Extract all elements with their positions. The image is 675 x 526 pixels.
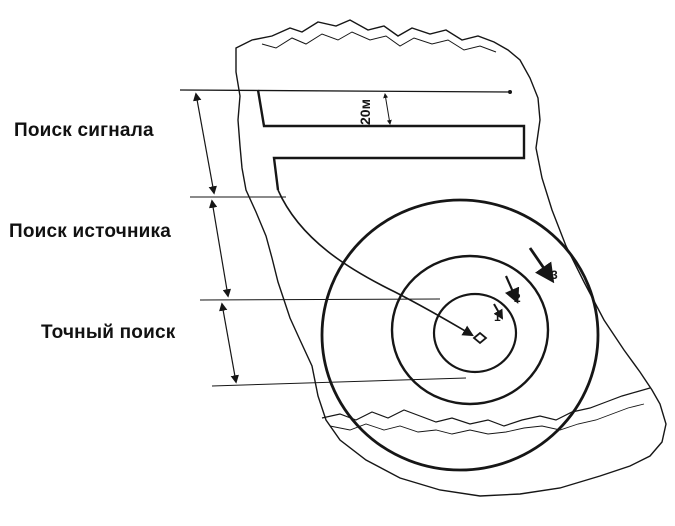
terrain-edge-detail [261,31,497,53]
ring-1-arrow [493,303,503,320]
ring-number-3: 3 [551,268,558,282]
ring-3-arrow [528,247,555,284]
debris-edge-inner [329,403,645,435]
search-ring-1 [432,292,518,374]
phase-label-source-search: Поиск источника [9,221,171,242]
terrain-outline [235,19,667,497]
debris-edge [321,387,651,427]
ring-number-2: 2 [514,291,521,305]
spacing-label: 20м [357,99,373,125]
spacing-dimension [383,93,392,125]
level-line-precise [199,298,441,301]
target-marker [472,331,488,345]
search-ring-3 [320,198,600,472]
search-path-zigzag [256,89,526,191]
phase-dimension-source [208,199,232,298]
phase-dimension-signal [193,92,217,195]
search-path-approach [277,189,474,337]
phase-dimension-precise [219,302,239,384]
level-line-bottom [211,377,467,387]
level-line-top [179,89,511,93]
ring-number-1: 1 [494,310,501,324]
phase-label-precise-search: Точный поиск [41,322,176,343]
ring-2-arrow [504,275,520,304]
phase-label-signal-search: Поиск сигнала [14,120,154,141]
search-ring-2 [390,254,550,406]
level-line-end-dot [508,90,512,94]
